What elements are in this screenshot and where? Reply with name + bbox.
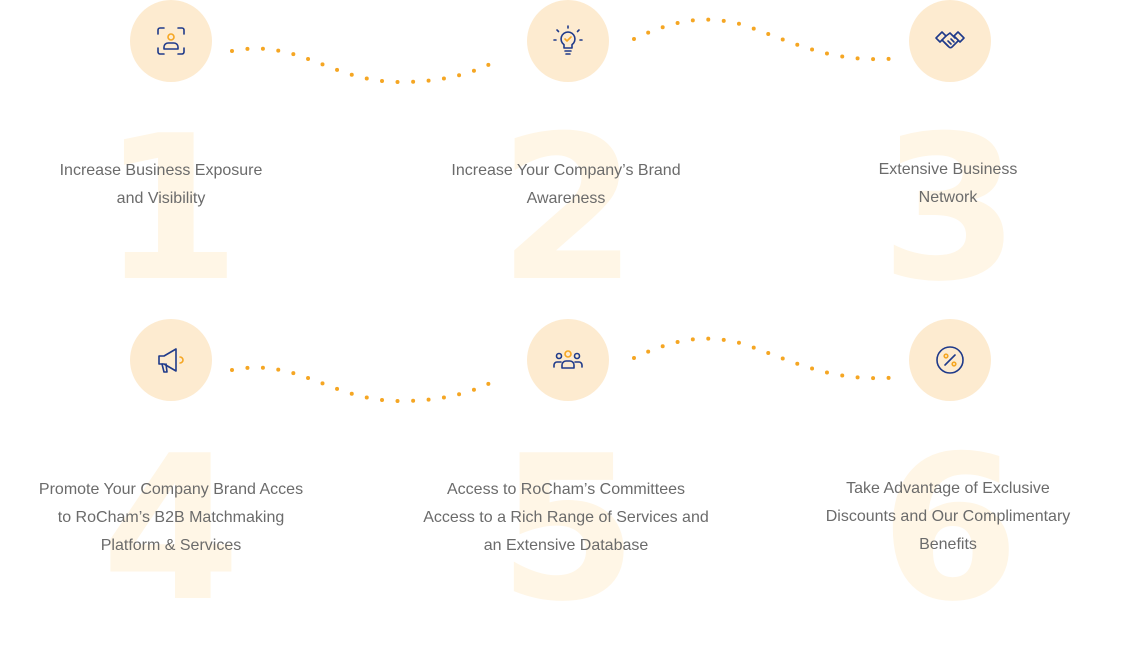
watermark-number-3: 3 bbox=[880, 93, 1020, 326]
connector-4-5 bbox=[230, 365, 500, 404]
caption-line: Network bbox=[918, 189, 978, 206]
feature-caption-4: Promote Your Company Brand Acces to RoCh… bbox=[39, 476, 303, 560]
caption-line: Increase Business Exposure bbox=[59, 162, 263, 179]
feature-circle-1 bbox=[130, 0, 212, 82]
feature-caption-2: Increase Your Company’s Brand Awareness bbox=[451, 157, 680, 213]
feature-circle-6 bbox=[909, 319, 991, 401]
caption-line: Access to RoCham’s Committees bbox=[446, 481, 685, 498]
watermark-number-5: 5 bbox=[498, 413, 638, 646]
caption-line: Awareness bbox=[526, 190, 606, 207]
user-focus-icon bbox=[157, 27, 185, 55]
caption-line: Platform & Services bbox=[100, 537, 242, 554]
caption-line: Take Advantage of Exclusive bbox=[846, 480, 1050, 497]
connector-1-2 bbox=[230, 46, 500, 85]
feature-circle-4 bbox=[130, 319, 212, 401]
handshake-icon bbox=[935, 31, 965, 49]
watermark-number-6: 6 bbox=[880, 413, 1020, 646]
feature-circle-3 bbox=[909, 0, 991, 82]
caption-line: Discounts and Our Complimentary bbox=[825, 508, 1071, 525]
caption-line: Extensive Business bbox=[878, 161, 1018, 178]
watermark-number-4: 4 bbox=[101, 413, 241, 646]
caption-line: Access to a Rich Range of Services and bbox=[423, 509, 709, 526]
caption-line: Increase Your Company’s Brand bbox=[451, 162, 681, 179]
feature-caption-1: Increase Business Exposure and Visibilit… bbox=[60, 157, 263, 213]
watermark-number-2: 2 bbox=[498, 93, 638, 326]
caption-line: Benefits bbox=[919, 536, 977, 553]
caption-line: to RoCham’s B2B Matchmaking bbox=[57, 509, 285, 526]
feature-caption-6: Take Advantage of Exclusive Discounts an… bbox=[826, 475, 1071, 559]
caption-line: and Visibility bbox=[116, 190, 206, 207]
caption-line: Promote Your Company Brand Acces bbox=[38, 481, 304, 498]
feature-caption-3: Extensive Business Network bbox=[879, 156, 1018, 212]
feature-caption-5: Access to RoCham’s Committees Access to … bbox=[423, 476, 708, 560]
watermark-number-1: 1 bbox=[101, 93, 241, 326]
feature-circle-2 bbox=[527, 0, 609, 82]
connector-5-6 bbox=[632, 336, 902, 381]
connector-2-3 bbox=[632, 17, 902, 62]
lightbulb-icon bbox=[553, 25, 583, 55]
feature-circle-5 bbox=[527, 319, 609, 401]
megaphone-icon bbox=[158, 348, 184, 373]
team-icon bbox=[553, 350, 583, 369]
percent-badge-icon bbox=[936, 346, 964, 374]
caption-line: an Extensive Database bbox=[483, 537, 649, 554]
